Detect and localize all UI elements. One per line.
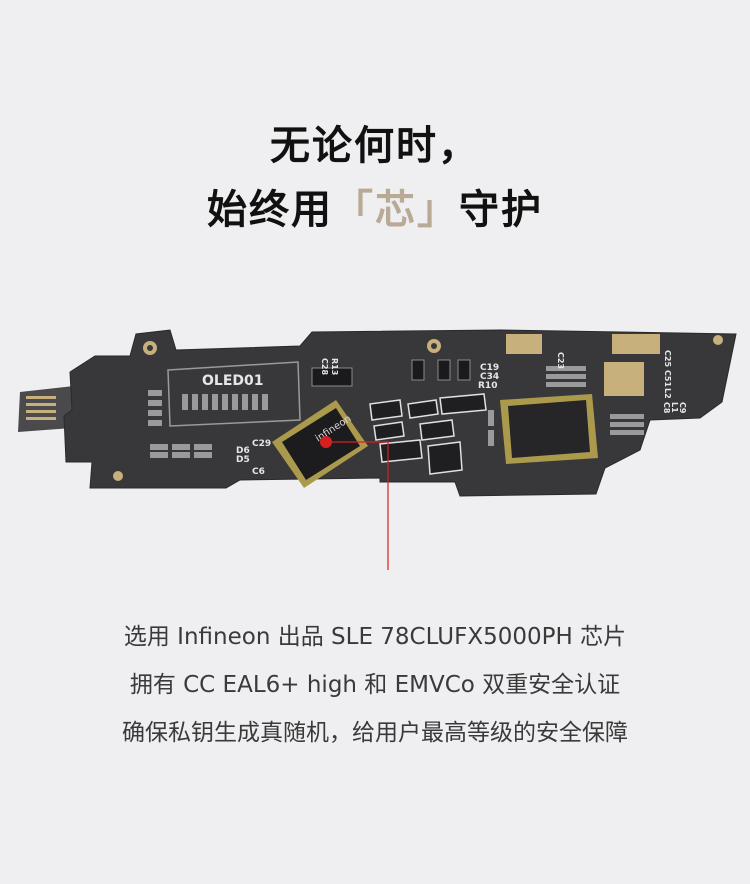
- headline-suffix: 守护: [459, 187, 543, 233]
- label-c9: C9: [678, 402, 687, 414]
- headline-prefix: 始终用: [207, 187, 333, 233]
- label-l1: L1: [670, 402, 679, 413]
- callout-line: [326, 441, 389, 570]
- label-c25: C25: [663, 350, 672, 367]
- label-c51: C51: [663, 370, 672, 387]
- label-grp3: C23: [556, 352, 565, 369]
- label-grp1: C28: [320, 358, 329, 375]
- description-line-1: 选用 Infineon 出品 SLE 78CLUFX5000PH 芯片: [123, 624, 627, 650]
- headline-line-2: 始终用「芯」守护: [0, 186, 750, 234]
- label-c19: C19: [480, 363, 499, 373]
- label-c8: C8: [662, 402, 671, 414]
- description-line-3: 确保私钥生成真随机，给用户最高等级的安全保障: [122, 720, 628, 746]
- headline-accent: 「芯」: [333, 187, 459, 233]
- headline-line-1: 无论何时，: [270, 123, 480, 169]
- label-d5: D5: [236, 455, 250, 465]
- usb-gold-contacts: [26, 396, 56, 420]
- label-r10: R10: [478, 381, 497, 391]
- description-line-2: 拥有 CC EAL6+ high 和 EMVCo 双重安全认证: [129, 672, 621, 698]
- label-d6: D6: [236, 446, 250, 456]
- callout-dot-chip: [320, 436, 332, 448]
- label-c29: C29: [252, 439, 271, 449]
- label-l2: L2: [663, 388, 672, 399]
- label-c34: C34: [480, 372, 499, 382]
- label-c6: C6: [252, 467, 265, 477]
- pcb-board-illustration: infineon OLED01 C29 D6 D5 C6 C19 C34 R10…: [18, 329, 737, 570]
- oled-label: OLED01: [202, 373, 264, 389]
- label-grp2: R13: [330, 358, 339, 375]
